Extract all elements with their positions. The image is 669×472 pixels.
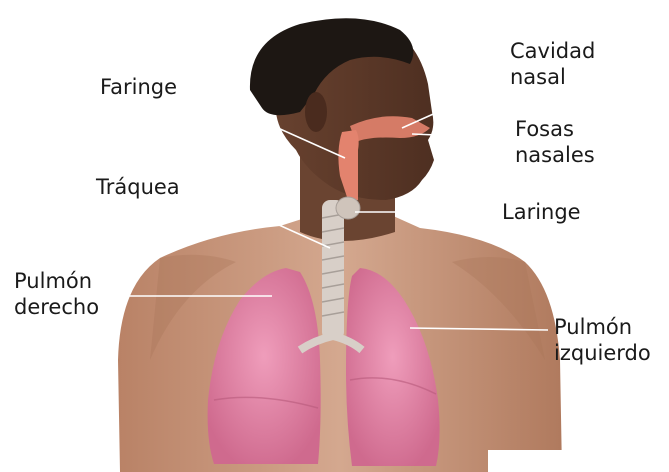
label-fosas-nasales-line2: nasales: [515, 142, 595, 168]
larynx: [336, 197, 360, 219]
label-pulmon-izquierdo-line2: izquierdo: [554, 340, 651, 366]
label-cavidad-nasal-line1: Cavidad: [510, 38, 595, 64]
label-faringe: Faringe: [100, 74, 177, 100]
label-laringe: Laringe: [502, 199, 581, 225]
label-fosas-nasales-line1: Fosas: [515, 116, 574, 142]
label-traquea: Tráquea: [96, 174, 180, 200]
label-pulmon-izquierdo-line1: Pulmón: [554, 314, 632, 340]
label-pulmon-derecho-line2: derecho: [14, 294, 99, 320]
label-pulmon-derecho-line1: Pulmón: [14, 268, 92, 294]
ear: [305, 92, 327, 132]
label-cavidad-nasal-line2: nasal: [510, 64, 566, 90]
